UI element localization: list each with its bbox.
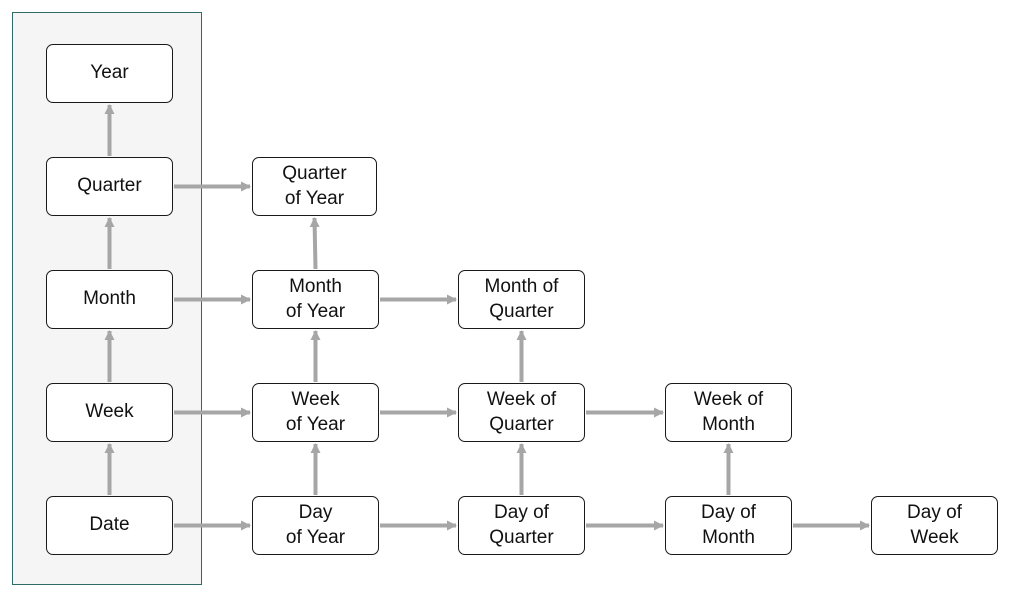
- node-day-of-quarter-line1: Day of: [494, 501, 549, 523]
- node-week-of-month: Week of Month: [665, 383, 792, 442]
- node-day-of-week: Day of Week: [871, 496, 998, 555]
- node-month-label: Month: [83, 288, 136, 310]
- node-week-of-year-line1: Week: [291, 388, 340, 410]
- node-quarter: Quarter: [46, 157, 173, 216]
- node-year: Year: [46, 44, 173, 103]
- node-day-of-quarter-line2: Quarter: [489, 526, 554, 548]
- node-week-of-quarter-line1: Week of: [486, 388, 557, 410]
- node-week-of-quarter: Week of Quarter: [458, 383, 585, 442]
- node-week-of-year: Week of Year: [252, 383, 379, 442]
- node-week-of-month-line1: Week of: [693, 388, 764, 410]
- node-week-of-month-line2: Month: [702, 413, 755, 435]
- arrow-month-of-year-to-quarter-of-year: [309, 217, 320, 270]
- node-date-label: Date: [89, 514, 130, 536]
- node-quarter-label: Quarter: [77, 175, 142, 197]
- node-month-of-quarter-line1: Month of: [484, 275, 559, 297]
- node-quarter-of-year-line1: Quarter: [282, 162, 347, 184]
- node-day-of-week-line2: Week: [910, 526, 959, 548]
- node-week-of-quarter-line2: Quarter: [489, 413, 554, 435]
- node-month-of-year-line2: of Year: [285, 300, 346, 322]
- node-day-of-quarter: Day of Quarter: [458, 496, 585, 555]
- node-quarter-of-year-line2: of Year: [284, 187, 345, 209]
- node-week: Week: [46, 383, 173, 442]
- node-year-label: Year: [90, 62, 129, 84]
- node-month-of-quarter-line2: Quarter: [489, 300, 554, 322]
- node-month: Month: [46, 270, 173, 329]
- node-day-of-month-line2: Month: [702, 526, 755, 548]
- node-day-of-year: Day of Year: [252, 496, 379, 555]
- node-quarter-of-year: Quarter of Year: [252, 157, 377, 216]
- node-day-of-year-line1: Day: [298, 501, 333, 523]
- node-month-of-year: Month of Year: [252, 270, 379, 329]
- node-day-of-month: Day of Month: [665, 496, 792, 555]
- node-date: Date: [46, 496, 173, 555]
- node-day-of-week-line1: Day of: [907, 501, 962, 523]
- node-month-of-quarter: Month of Quarter: [458, 270, 585, 329]
- node-day-of-year-line2: of Year: [285, 526, 346, 548]
- node-week-label: Week: [85, 401, 134, 423]
- node-day-of-month-line1: Day of: [701, 501, 756, 523]
- node-week-of-year-line2: of Year: [285, 413, 346, 435]
- node-month-of-year-line1: Month: [289, 275, 342, 297]
